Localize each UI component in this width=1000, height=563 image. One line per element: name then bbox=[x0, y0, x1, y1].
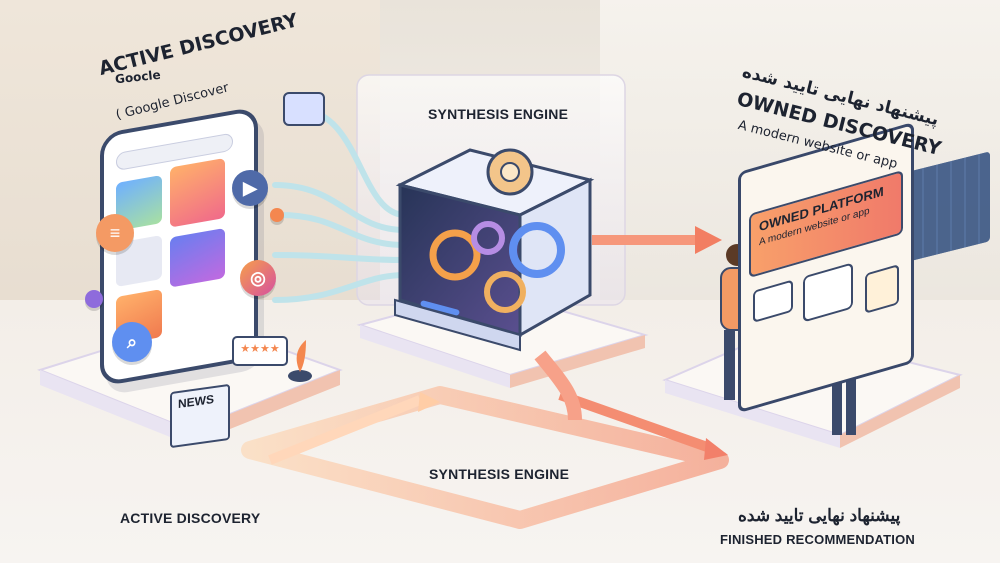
mail-icon bbox=[753, 279, 793, 323]
dot-icon bbox=[270, 208, 284, 222]
phone-card-gradient bbox=[170, 227, 225, 288]
floor-arrow-left bbox=[268, 395, 422, 465]
phone-card-video bbox=[170, 157, 225, 228]
plant-icon bbox=[288, 340, 312, 382]
instagram-icon: ◎ bbox=[240, 260, 276, 296]
rating-stars-icon: ★★★★ bbox=[232, 336, 288, 366]
news-icon: NEWS bbox=[178, 392, 214, 412]
floor-arrow-right bbox=[558, 390, 712, 453]
chat-bubble-icon bbox=[283, 92, 325, 126]
purple-dot-icon bbox=[85, 290, 103, 308]
gift-icon bbox=[865, 264, 899, 314]
news-card: NEWS bbox=[170, 383, 230, 449]
synthesis-engine-top-label: SYNTHESIS ENGINE bbox=[428, 106, 569, 122]
synthesis-engine-bottom-label: SYNTHESIS ENGINE bbox=[429, 466, 570, 482]
magnifier-icon: ⌕ bbox=[112, 322, 152, 362]
active-discovery-label: ACTIVE DISCOVERY bbox=[120, 510, 261, 526]
people-icon bbox=[803, 262, 853, 323]
engine-output-ribbon bbox=[534, 350, 582, 421]
right-persian-bottom: پیشنهاد نهایی تایید شده bbox=[738, 506, 901, 525]
finished-recommendation-label: FINISHED RECOMMENDATION bbox=[720, 532, 916, 547]
document-icon: ≡ bbox=[96, 214, 134, 252]
floor-flow-band bbox=[241, 386, 729, 529]
youtube-icon: ▶ bbox=[232, 170, 268, 206]
gear-cluster bbox=[429, 148, 565, 313]
